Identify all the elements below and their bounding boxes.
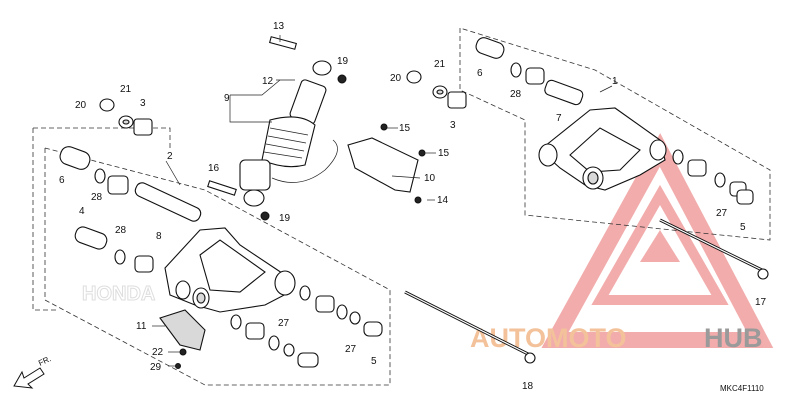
callout-28: 28: [115, 225, 127, 236]
ghost-brand-text: HONDA: [82, 283, 155, 305]
callout-6: 6: [59, 175, 65, 186]
callout-19: 19: [279, 213, 291, 224]
group-outline-left: [33, 127, 171, 148]
callout-22: 22: [152, 347, 164, 358]
callout-27: 27: [716, 208, 728, 219]
callout-7: 7: [556, 113, 562, 124]
callout-8: 8: [156, 231, 162, 242]
callout-29: 29: [150, 362, 162, 373]
callout-17: 17: [755, 297, 767, 308]
callout-19: 19: [337, 56, 349, 67]
callout-27: 27: [345, 344, 357, 355]
swingarm-right: [538, 107, 667, 191]
callout-3: 3: [450, 120, 456, 131]
shock-absorber: [239, 60, 338, 207]
callout-3: 3: [140, 98, 146, 109]
callout-1: 1: [612, 76, 618, 87]
callout-labels: 1 2 3 3 4 5 5 6 6 7 8 9 10 11 12 13 14 1…: [59, 21, 767, 392]
callout-28: 28: [510, 89, 522, 100]
right-bushings: [406, 37, 754, 205]
callout-2: 2: [167, 151, 173, 162]
callout-14: 14: [437, 195, 449, 206]
bottom-bushings: [230, 285, 383, 368]
bracket-part: [347, 137, 419, 193]
callout-16: 16: [208, 163, 220, 174]
callout-5: 5: [371, 356, 377, 367]
svg-text:FR.: FR.: [37, 354, 52, 368]
callout-20: 20: [390, 73, 402, 84]
callout-15: 15: [399, 123, 411, 134]
callout-18: 18: [522, 381, 534, 392]
bolt-13: [268, 36, 298, 50]
front-direction-arrow: FR.: [13, 354, 53, 389]
group-outline-right: [459, 27, 771, 241]
bolt-16: [207, 180, 237, 196]
callout-11: 11: [136, 321, 147, 332]
callout-20: 20: [75, 100, 87, 111]
callout-21: 21: [120, 84, 132, 95]
left-bushings: [59, 98, 202, 273]
diagram-reference-code: MKC4F1110: [720, 384, 764, 393]
leader-lines: [152, 35, 613, 367]
callout-12: 12: [262, 76, 274, 87]
callout-5: 5: [740, 222, 746, 233]
guard-plate: [159, 309, 206, 351]
callout-4: 4: [79, 206, 85, 217]
callout-10: 10: [424, 173, 436, 184]
callout-15: 15: [438, 148, 450, 159]
callout-9: 9: [224, 93, 230, 104]
callout-6: 6: [477, 68, 483, 79]
callout-28: 28: [91, 192, 103, 203]
swingarm-left: [164, 227, 296, 313]
callout-13: 13: [273, 21, 285, 32]
brand-text-hub: HUB: [704, 323, 763, 353]
callout-21: 21: [434, 59, 446, 70]
callout-27: 27: [278, 318, 290, 329]
